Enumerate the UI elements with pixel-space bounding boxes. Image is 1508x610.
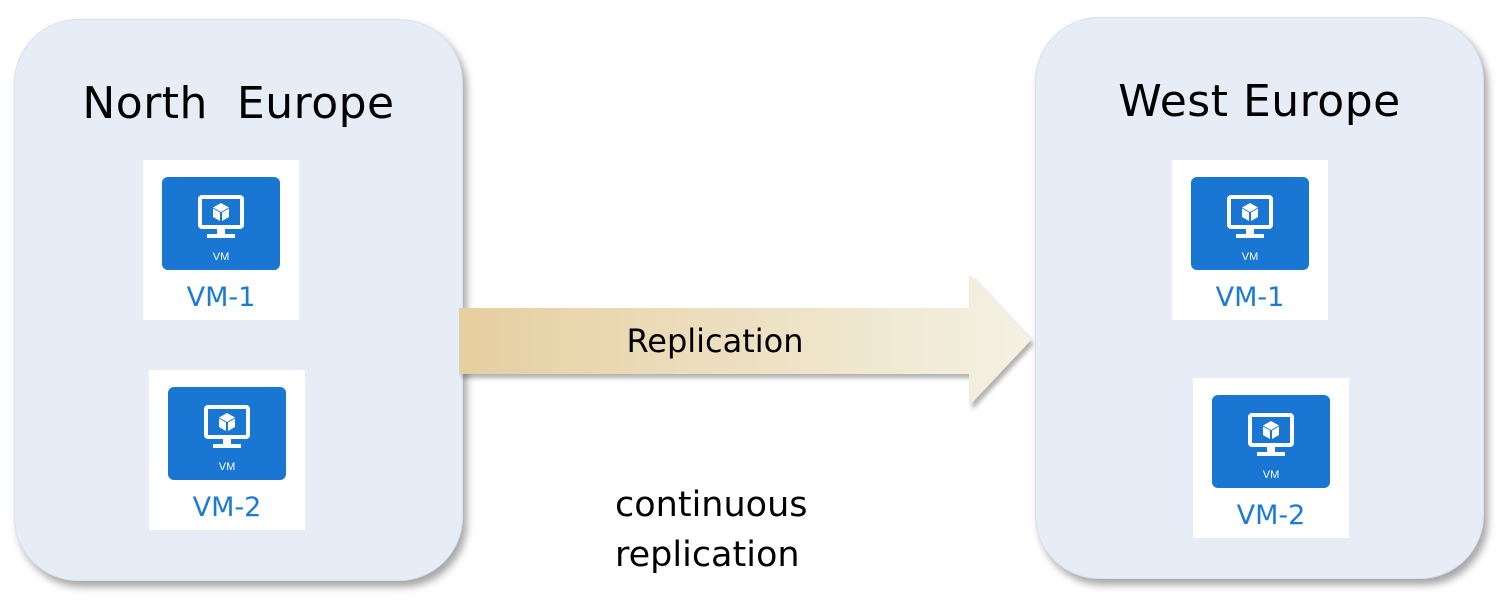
region-north-europe: North Europe VM VM-1 bbox=[14, 19, 463, 581]
caption-line-2: replication bbox=[615, 535, 800, 575]
vm-card[interactable]: VM VM-2 bbox=[149, 370, 305, 530]
vm-icon-label: VM bbox=[1241, 251, 1259, 263]
vm-name: VM-1 bbox=[1215, 282, 1285, 313]
vm-name: VM-1 bbox=[186, 282, 256, 313]
caption-line-1: continuous bbox=[615, 485, 808, 525]
region-title: West Europe bbox=[1118, 76, 1401, 127]
region-title: North Europe bbox=[82, 78, 395, 129]
vm-card[interactable]: VM VM-1 bbox=[143, 160, 299, 320]
vm-icon-label: VM bbox=[1262, 469, 1280, 481]
virtual-machine-icon: VM bbox=[1212, 395, 1330, 488]
vm-icon-label: VM bbox=[218, 461, 236, 473]
vm-icon-label: VM bbox=[212, 251, 230, 263]
vm-name: VM-2 bbox=[1236, 500, 1306, 531]
right-arrow-icon bbox=[459, 274, 1031, 406]
vm-card[interactable]: VM VM-2 bbox=[1193, 378, 1349, 538]
region-west-europe: West Europe VM VM-1 VM bbox=[1035, 17, 1484, 579]
caption: continuous replication bbox=[615, 480, 865, 580]
vm-name: VM-2 bbox=[192, 492, 262, 523]
virtual-machine-icon: VM bbox=[168, 387, 286, 480]
virtual-machine-icon: VM bbox=[1191, 177, 1309, 270]
arrow-label: Replication bbox=[626, 322, 804, 360]
virtual-machine-icon: VM bbox=[162, 177, 280, 270]
vm-card[interactable]: VM VM-1 bbox=[1172, 160, 1328, 320]
